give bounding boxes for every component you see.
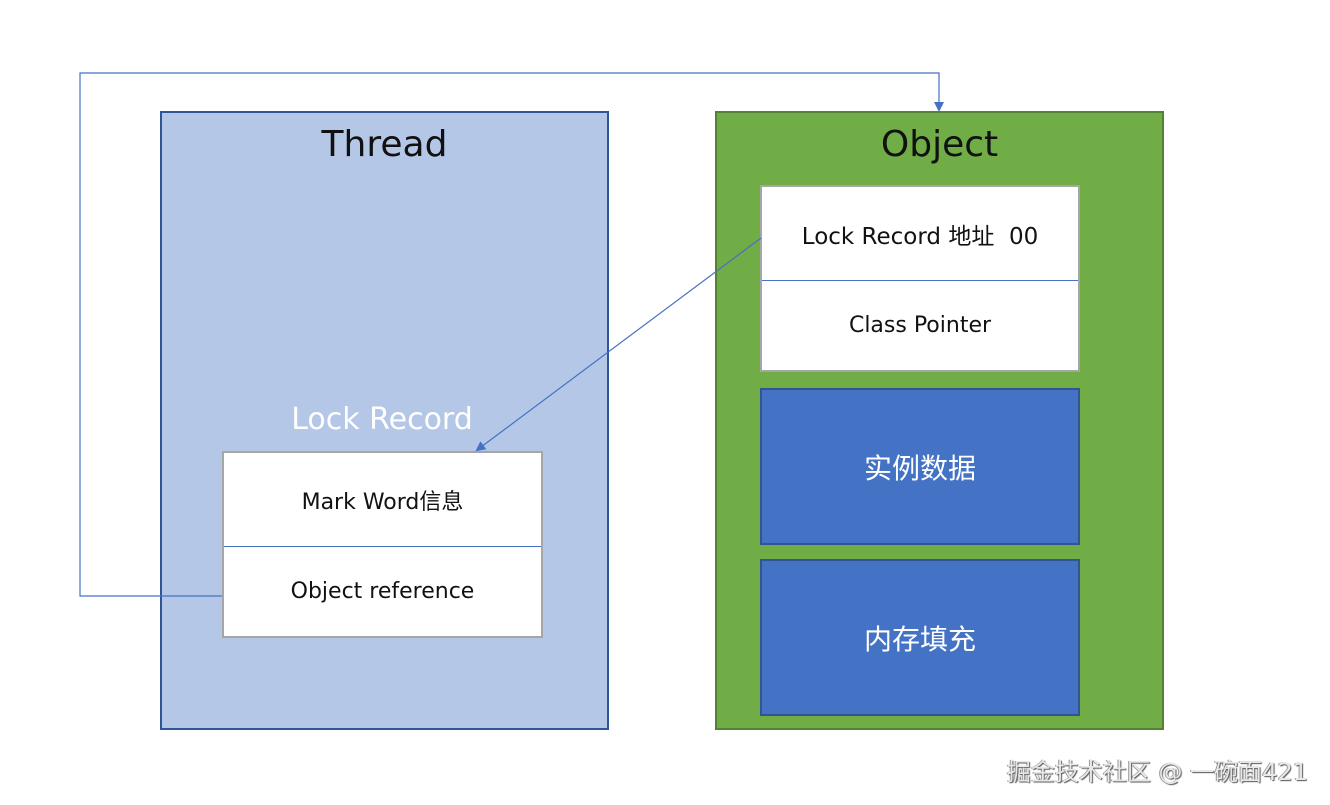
watermark: 掘金技术社区 @ 一碗面421 bbox=[1006, 758, 1308, 786]
lock-record-title: Lock Record bbox=[291, 402, 473, 437]
lock-record-box: Mark Word信息 Object reference bbox=[222, 451, 543, 638]
instance-data-block: 实例数据 bbox=[760, 388, 1080, 545]
object-reference-field: Object reference bbox=[290, 579, 475, 604]
padding-block: 内存填充 bbox=[760, 559, 1080, 716]
thread-title: Thread bbox=[321, 124, 448, 165]
object-title: Object bbox=[880, 124, 999, 165]
object-header-box: Lock Record 地址 00 Class Pointer bbox=[760, 185, 1080, 372]
lock-record-address-field: Lock Record 地址 00 bbox=[762, 187, 1078, 281]
lock-record-pointer-connector bbox=[475, 237, 762, 452]
class-pointer-field: Class Pointer bbox=[848, 313, 992, 338]
mark-word-field: Mark Word信息 bbox=[224, 453, 541, 547]
object-reference-connector bbox=[79, 72, 944, 597]
